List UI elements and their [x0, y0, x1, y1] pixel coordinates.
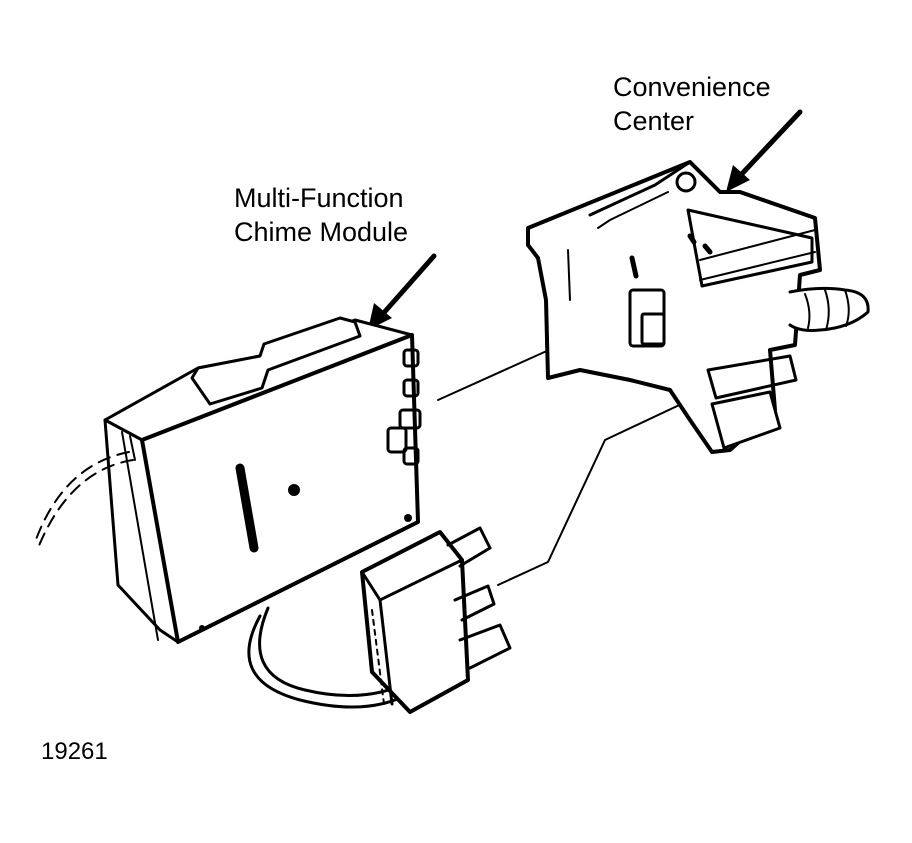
harness: [788, 286, 870, 332]
chime-module-label-line-1: Multi-Function: [234, 183, 404, 213]
leader-arrows: [368, 109, 803, 330]
chime-module-label-line-2: Chime Module: [234, 217, 409, 247]
lead-wire: [37, 459, 134, 549]
convenience-center-arrow-shaft: [735, 109, 803, 181]
convenience-center: [526, 160, 822, 454]
convenience-center-label-line-2: Center: [613, 106, 695, 136]
figure-number: 19261: [41, 738, 108, 765]
wiring-connector: [247, 526, 512, 714]
chime-module-arrowhead: [368, 303, 392, 330]
convenience-center-arrowhead: [726, 165, 750, 192]
lead-wire-2: [33, 451, 130, 546]
chime-module: [103, 316, 422, 644]
chime-module-arrow-shaft: [378, 253, 437, 319]
convenience-center-label-line-1: Convenience: [613, 72, 771, 102]
